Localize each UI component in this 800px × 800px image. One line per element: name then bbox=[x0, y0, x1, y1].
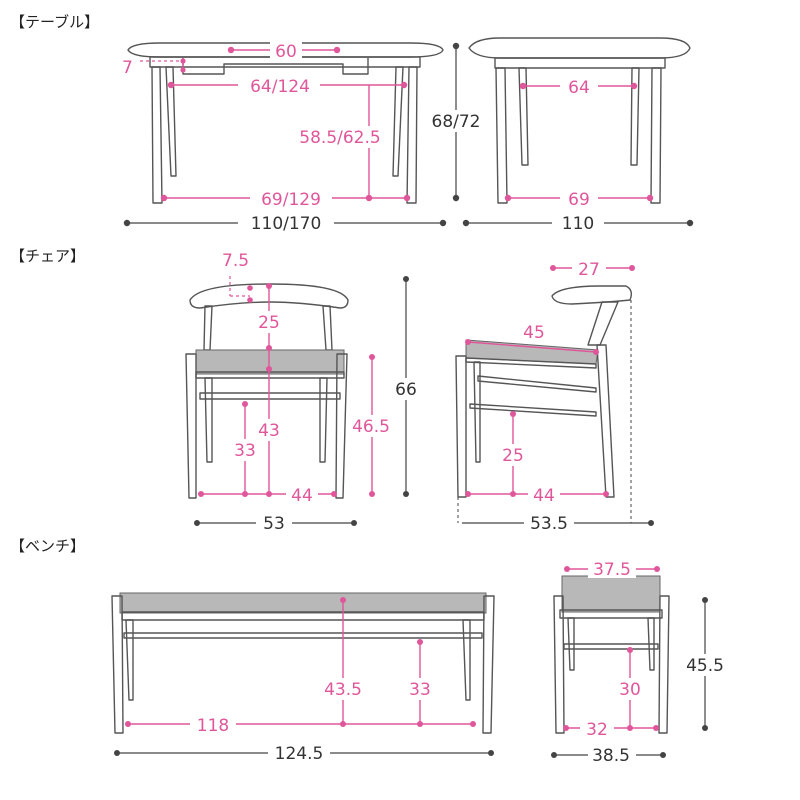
bench-side-dimensions: 37.5 30 32 38.5 45.5 bbox=[551, 558, 728, 766]
dim-bench-side-top-depth: 37.5 bbox=[593, 560, 631, 580]
dim-chair-side-depth: 53.5 bbox=[530, 514, 568, 534]
bench-front-view bbox=[111, 592, 495, 734]
dim-chair-height: 66 bbox=[395, 380, 417, 400]
dim-chair-side-stretcher-height: 25 bbox=[502, 446, 524, 466]
dim-chair-front-leg-span: 44 bbox=[291, 486, 313, 506]
bench-side-view bbox=[553, 575, 670, 734]
dim-table-inner-span: 64/124 bbox=[250, 77, 310, 97]
dim-table-height: 68/72 bbox=[432, 112, 481, 132]
dim-chair-back-top: 7.5 bbox=[222, 251, 249, 271]
dim-chair-arm-height: 43 bbox=[258, 421, 280, 441]
dim-bench-leg-span: 118 bbox=[197, 716, 229, 736]
dim-chair-width: 53 bbox=[263, 514, 285, 534]
table-front-dimensions: 60 7 64/124 58.5/62.5 69/129 110/170 68/… bbox=[122, 41, 488, 234]
table-side-view bbox=[468, 37, 691, 204]
dim-bench-seat-height: 43.5 bbox=[324, 680, 362, 700]
dim-chair-side-leg-span: 44 bbox=[533, 486, 555, 506]
section-title-table: 【テーブル】 bbox=[10, 13, 99, 31]
section-title-bench: 【ベンチ】 bbox=[10, 537, 85, 555]
dim-table-width: 110/170 bbox=[251, 214, 322, 234]
section-title-chair: 【チェア】 bbox=[10, 247, 85, 265]
chair-front-dimensions: 7.5 25 43 33 46.5 44 53 66 bbox=[194, 251, 422, 534]
dim-chair-side-top-depth: 27 bbox=[578, 260, 600, 280]
dim-chair-side-seat-depth: 45 bbox=[523, 323, 545, 343]
dim-bench-side-leg-span: 32 bbox=[586, 720, 608, 740]
chair-side-dimensions: 27 45 25 44 53.5 bbox=[462, 258, 654, 534]
dim-bench-stretcher-height: 33 bbox=[409, 680, 431, 700]
dim-chair-seat-height: 46.5 bbox=[352, 417, 390, 437]
chair-side-view bbox=[455, 285, 633, 523]
dim-bench-side-stretcher-height: 30 bbox=[619, 680, 641, 700]
bench-front-dimensions: 43.5 33 118 124.5 bbox=[114, 597, 494, 764]
dim-chair-back-height: 25 bbox=[258, 313, 280, 333]
dim-table-side-width: 110 bbox=[562, 214, 594, 234]
dim-chair-stretcher-height: 33 bbox=[234, 441, 256, 461]
dim-table-extension: 60 bbox=[275, 42, 297, 62]
table-side-dimensions: 64 69 110 bbox=[462, 76, 694, 234]
dim-bench-height: 45.5 bbox=[686, 656, 724, 676]
dim-table-leg-height: 58.5/62.5 bbox=[299, 128, 380, 148]
dim-bench-side-depth: 38.5 bbox=[592, 746, 630, 766]
dim-table-side-inner-span: 64 bbox=[568, 78, 590, 98]
dim-bench-width: 124.5 bbox=[275, 744, 324, 764]
dim-table-apron: 7 bbox=[122, 58, 133, 78]
dim-table-outer-span: 69/129 bbox=[261, 190, 321, 210]
dim-table-side-outer-span: 69 bbox=[568, 190, 590, 210]
table-front-view bbox=[127, 42, 444, 204]
